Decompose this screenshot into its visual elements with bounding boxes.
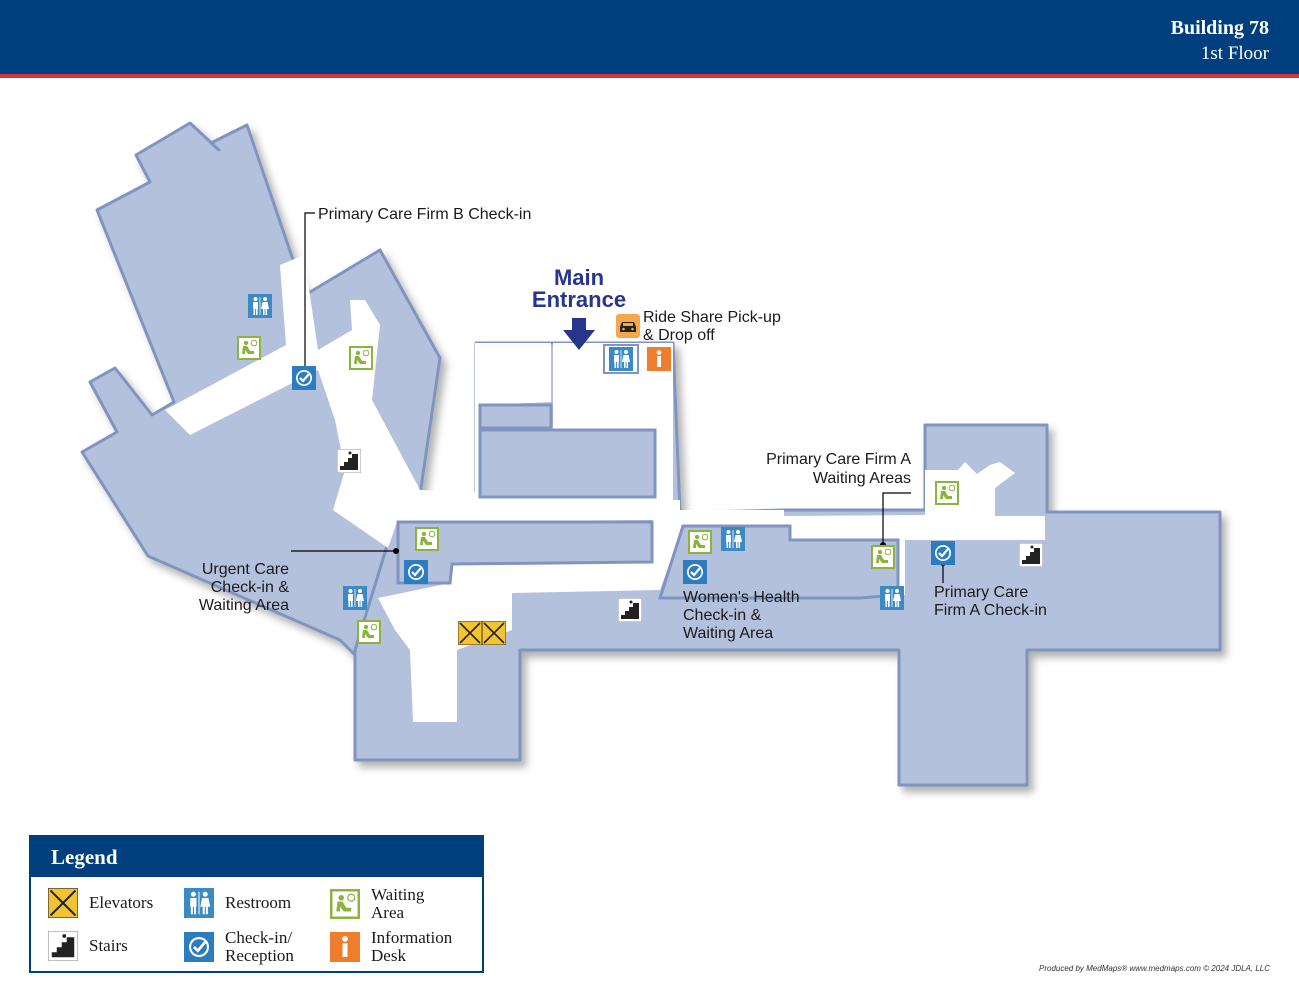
waiting-area-icon[interactable]: [349, 346, 373, 370]
header-bar: Building 78 1st Floor: [0, 0, 1299, 78]
label-urgent-care-3: Waiting Area: [199, 597, 289, 614]
check-in-icon: [184, 932, 214, 962]
restroom-icon: [184, 888, 214, 918]
restroom-icon[interactable]: [721, 527, 745, 551]
waiting-area-icon[interactable]: [688, 530, 712, 554]
label-ride-share-1: Ride Share Pick-up: [643, 309, 781, 326]
building-title: Building 78: [1170, 17, 1269, 39]
waiting-area-icon: [330, 889, 360, 919]
label-ride-share-2: & Drop off: [643, 327, 715, 344]
stairs-icon: [48, 931, 78, 961]
label-firm-b-checkin: Primary Care Firm B Check-in: [318, 206, 531, 223]
waiting-area-icon[interactable]: [871, 545, 895, 569]
elevator-icon[interactable]: [458, 621, 482, 645]
elevator-icon: [48, 888, 78, 918]
restroom-icon[interactable]: [609, 347, 633, 371]
legend-title: Legend: [31, 837, 482, 877]
label-firm-a-checkin-2: Firm A Check-in: [934, 602, 1047, 619]
waiting-area-icon[interactable]: [357, 620, 381, 644]
stairs-icon[interactable]: [618, 598, 642, 622]
elevator-icon[interactable]: [482, 621, 506, 645]
label-firm-a-checkin-1: Primary Care: [934, 584, 1028, 601]
stairs-icon[interactable]: [337, 449, 361, 473]
credit-text: Produced by MedMaps® www.medmaps.com © 2…: [1039, 964, 1270, 973]
restroom-icon[interactable]: [248, 294, 272, 318]
legend-item-stairs: Stairs: [48, 931, 128, 961]
information-icon: [330, 932, 360, 962]
information-icon[interactable]: [647, 347, 671, 371]
label-urgent-care-1: Urgent Care: [202, 561, 289, 578]
entrance-arrow-icon: [563, 318, 595, 350]
internal-rooms: [396, 403, 900, 600]
check-in-icon[interactable]: [683, 560, 707, 584]
restroom-icon[interactable]: [343, 586, 367, 610]
floor-title: 1st Floor: [1200, 43, 1269, 64]
restroom-icon[interactable]: [880, 586, 904, 610]
label-firm-a-waiting-1: Primary Care Firm A: [766, 451, 911, 468]
ride-share-car-icon[interactable]: [616, 314, 640, 338]
label-firm-a-waiting-2: Waiting Areas: [813, 470, 911, 487]
check-in-icon[interactable]: [292, 366, 316, 390]
main-entrance-label-line1: Main: [554, 265, 604, 290]
legend-item-restroom: Restroom: [184, 888, 291, 918]
label-womens-health-3: Waiting Area: [683, 625, 773, 642]
label-urgent-care-2: Check-in &: [211, 579, 290, 596]
waiting-area-icon[interactable]: [415, 527, 439, 551]
legend-item-check-in: Check-in/Reception: [184, 929, 294, 965]
check-in-icon[interactable]: [931, 541, 955, 565]
legend-item-elevators: Elevators: [48, 888, 153, 918]
stairs-icon[interactable]: [1019, 543, 1043, 567]
main-entrance-label-line2: Entrance: [532, 287, 626, 312]
check-in-icon[interactable]: [404, 560, 428, 584]
leader-lines: [291, 212, 944, 583]
waiting-area-icon[interactable]: [237, 336, 261, 360]
label-womens-health-2: Check-in &: [683, 607, 762, 624]
label-womens-health-1: Women's Health: [683, 589, 800, 606]
waiting-area-icon[interactable]: [935, 481, 959, 505]
